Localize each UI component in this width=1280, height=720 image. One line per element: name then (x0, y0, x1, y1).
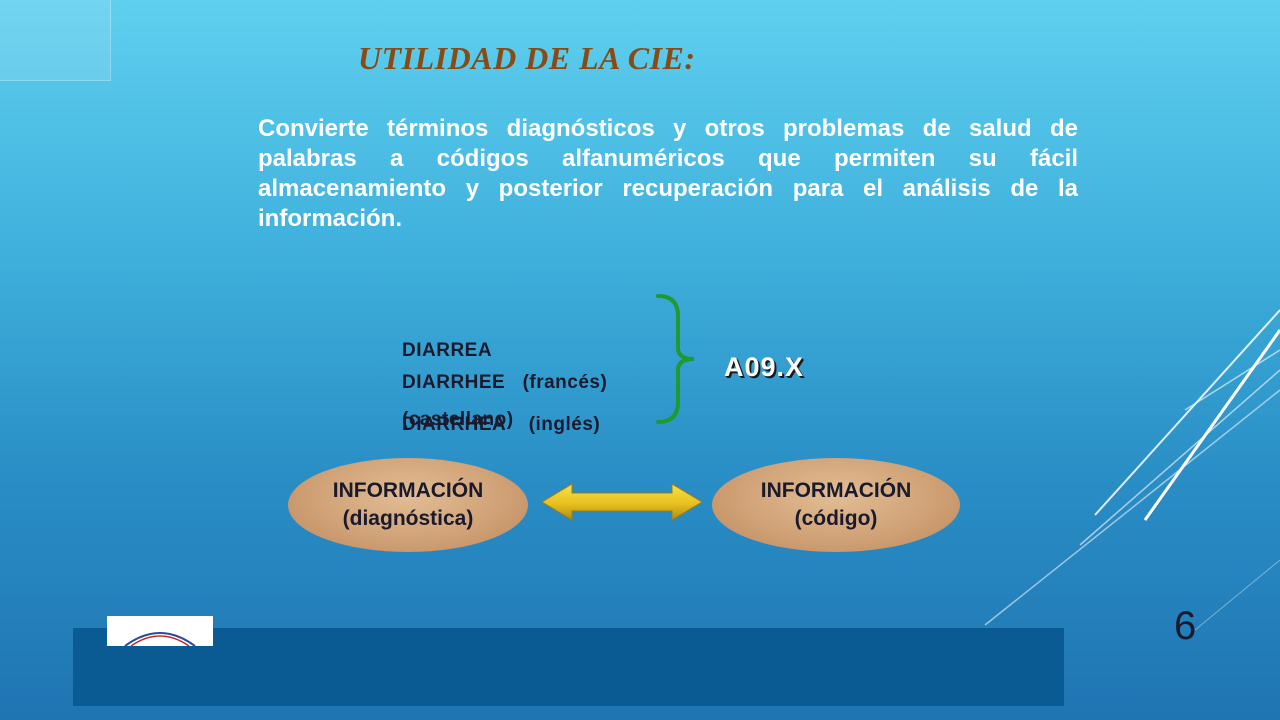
info-diagnostic-ellipse: INFORMACIÓN (diagnóstica) (288, 458, 528, 552)
curly-brace-icon (656, 294, 695, 424)
slide-title: UTILIDAD DE LA CIE: (358, 40, 696, 76)
language-item-english: DIARRHEA (inglés) (402, 414, 601, 435)
language-name: (castellano) (402, 409, 514, 430)
double-arrow-icon (542, 483, 702, 521)
info-subtitle: (diagnóstica) (342, 507, 474, 530)
corner-decoration (0, 0, 111, 81)
language-item-spanish: DIARREA (castellano) (402, 296, 514, 453)
slide-body-text: Convierte términos diagnósticos y otros … (258, 115, 1078, 232)
footer-bar (73, 628, 1064, 706)
page-number: 6 (1174, 604, 1197, 648)
language-term: DIARREA (402, 340, 493, 361)
info-title: INFORMACIÓN (332, 479, 484, 502)
info-code-ellipse: INFORMACIÓN (código) (712, 458, 960, 552)
logo-image (107, 616, 213, 646)
info-title: INFORMACIÓN (760, 479, 912, 502)
icd-code: A09.X (724, 352, 805, 382)
info-subtitle: (código) (794, 507, 878, 530)
language-item-french: DIARRHEE (francés) (402, 372, 608, 393)
